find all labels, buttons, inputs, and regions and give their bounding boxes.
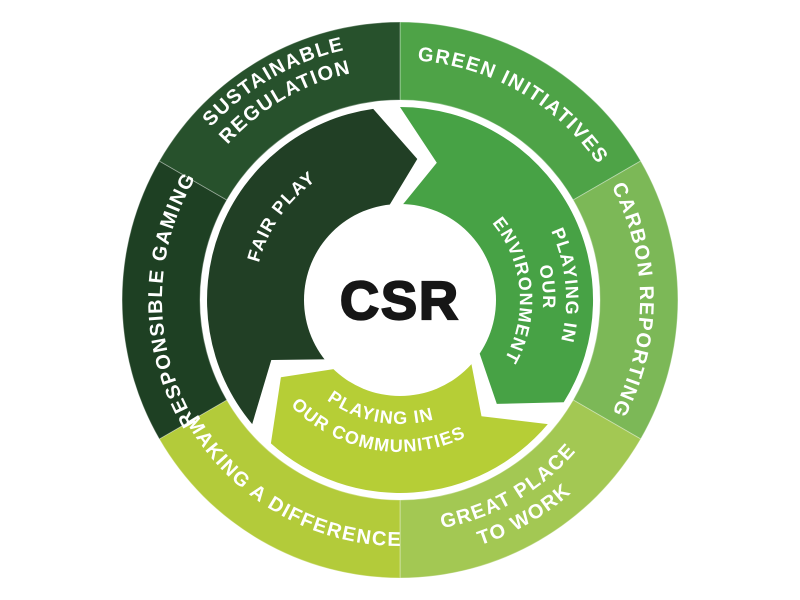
segment-carbon-reporting — [572, 160, 679, 440]
arrow-playing-in-our-communities — [270, 359, 548, 493]
segment-making-a-difference — [158, 399, 401, 579]
center-label: CSR — [340, 271, 460, 331]
outer-ring — [121, 21, 679, 579]
arrow-playing-in-our-environment — [400, 106, 594, 404]
label-environment-line2: OUR — [535, 263, 559, 310]
segment-sustainable-regulation — [158, 21, 401, 201]
segment-great-place-to-work — [399, 399, 642, 579]
segment-green-initiatives — [399, 21, 642, 201]
center-circle — [304, 204, 496, 396]
segment-responsible-gaming — [121, 160, 228, 440]
